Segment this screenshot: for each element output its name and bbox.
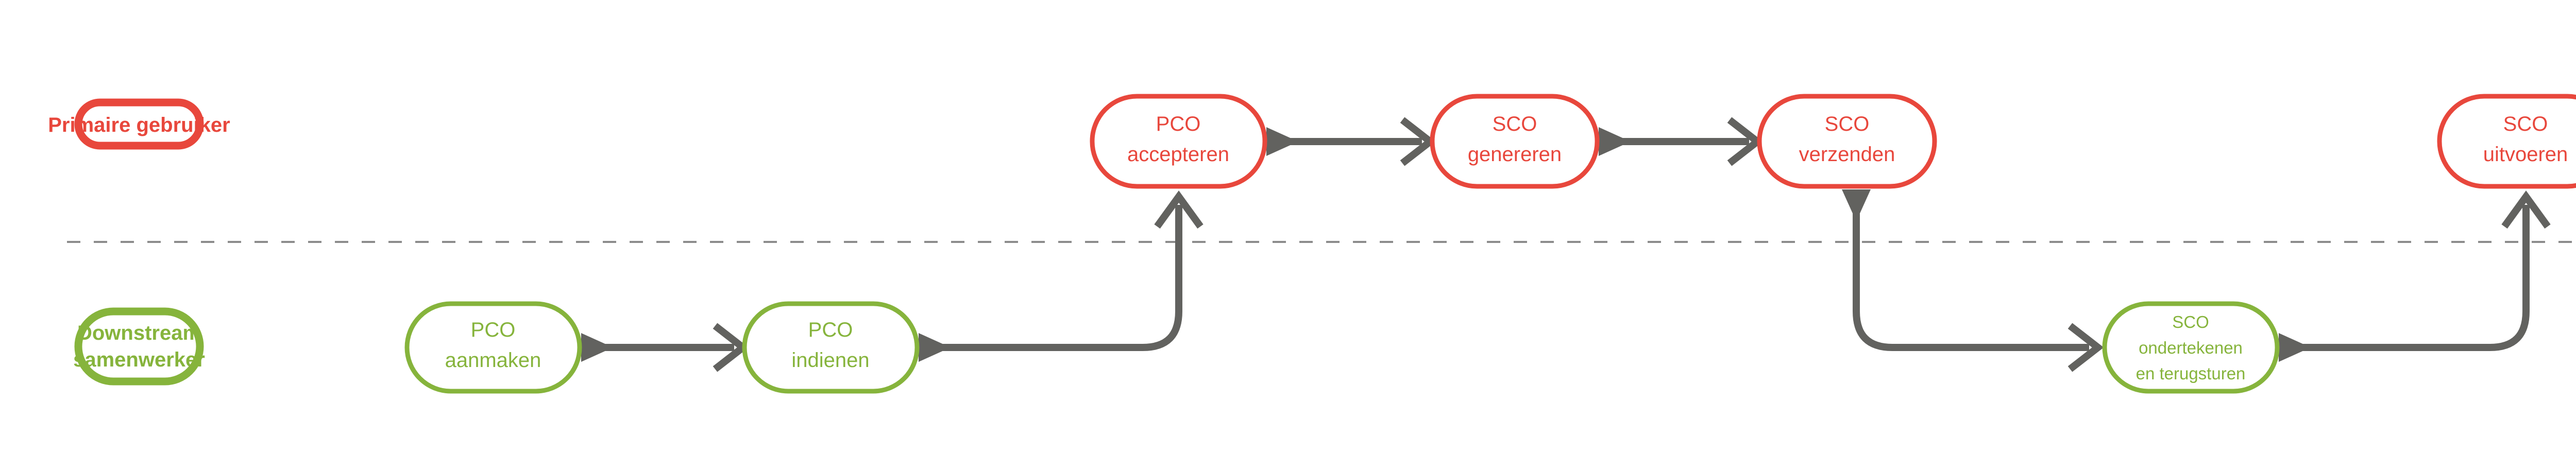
node-shape-pco-indienen — [742, 301, 920, 394]
node-shape-sco-genereren — [1430, 94, 1600, 189]
edge-accepteren-to-genereren — [1266, 117, 1436, 166]
lane-label-box-downstream — [74, 307, 204, 386]
node-label-pco-indienen-line2: indienen — [791, 349, 869, 372]
node-label-pco-accepteren-line1: PCO — [1156, 113, 1201, 135]
node-label-sco-genereren-line2: genereren — [1468, 143, 1562, 166]
node-shape-pco-accepteren — [1090, 94, 1267, 189]
lane-label-text-primary: Primaire gebruiker — [48, 114, 230, 136]
node-pco-accepteren[interactable]: PCO accepteren — [1090, 94, 1267, 189]
node-label-pco-accepteren-line2: accepteren — [1127, 143, 1229, 166]
node-label-sco-uitvoeren-line1: SCO — [2503, 113, 2548, 135]
node-sco-verzenden[interactable]: SCO verzenden — [1757, 94, 1937, 189]
node-shape-pco-aanmaken — [404, 301, 582, 394]
node-pco-indienen[interactable]: PCO indienen — [742, 301, 920, 394]
node-sco-genereren[interactable]: SCO genereren — [1430, 94, 1600, 189]
edge-verzenden-to-ondertekenen — [1842, 189, 2104, 372]
edge-genereren-to-verzenden — [1599, 117, 1764, 166]
edge-aanmaken-to-indienen — [581, 323, 749, 372]
node-shape-sco-verzenden — [1757, 94, 1937, 189]
node-label-sco-ondertekenen-line1: SCO — [2172, 312, 2209, 331]
lane-label-box-primary — [74, 98, 204, 150]
node-label-sco-verzenden-line2: verzenden — [1799, 143, 1895, 166]
node-sco-ondertekenen[interactable]: SCO ondertekenen en terugsturen — [2102, 301, 2280, 394]
node-shape-sco-ondertekenen — [2102, 301, 2280, 394]
lane-label-text-downstream-line2: samenwerker — [73, 348, 205, 371]
node-label-sco-genereren-line1: SCO — [1493, 113, 1537, 135]
node-label-pco-indienen-line1: PCO — [808, 319, 853, 341]
connector-layer — [581, 117, 2551, 372]
lane-label-primaire-gebruiker[interactable]: Primaire gebruiker — [48, 98, 230, 150]
edge-ondertekenen-to-uitvoeren — [2279, 190, 2551, 362]
node-label-sco-uitvoeren-line2: uitvoeren — [2483, 143, 2568, 166]
node-sco-uitvoeren[interactable]: SCO uitvoeren — [2437, 94, 2576, 189]
edge-indienen-to-accepteren — [919, 190, 1204, 362]
lane-label-text-downstream-line1: Downstream — [77, 322, 201, 344]
node-label-sco-ondertekenen-line3: en terugsturen — [2136, 364, 2246, 383]
node-label-pco-aanmaken-line1: PCO — [471, 319, 516, 341]
lane-label-downstream-samenwerker[interactable]: Downstream samenwerker — [73, 307, 205, 386]
node-label-pco-aanmaken-line2: aanmaken — [445, 349, 541, 372]
node-label-sco-ondertekenen-line2: ondertekenen — [2139, 338, 2243, 357]
node-label-sco-verzenden-line1: SCO — [1825, 113, 1870, 135]
node-shape-sco-uitvoeren — [2437, 94, 2576, 189]
node-pco-aanmaken[interactable]: PCO aanmaken — [404, 301, 582, 394]
